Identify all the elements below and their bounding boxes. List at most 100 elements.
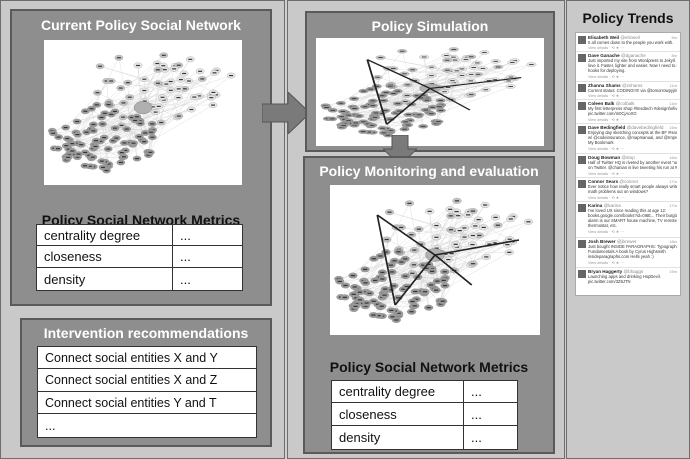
network-node-label (127, 96, 132, 98)
network-node-label (411, 264, 417, 266)
network-node-label (113, 127, 118, 129)
tweet-view-details[interactable]: View details · ⟲ ★ ⋯ (588, 94, 625, 98)
tweet-item[interactable]: Zhanna Shams @zshams 11m Current status:… (576, 83, 680, 99)
tweet-view-details[interactable]: View details · ⟲ ★ ⋯ (588, 147, 625, 151)
network-node-label (384, 238, 389, 241)
tweet-handle: @jbrewer (616, 239, 637, 244)
network-node-label (168, 89, 173, 91)
recommendations-list: Connect social entities X and Y Connect … (37, 346, 257, 438)
network-node-label (457, 229, 462, 232)
tweet-divider (576, 267, 680, 268)
network-edge (91, 128, 153, 131)
network-node-label (508, 76, 514, 78)
network-node-label (421, 56, 427, 58)
tweet-view-details[interactable]: View details · ⟲ ★ ⋯ (588, 172, 625, 176)
metric-row: density ... (37, 268, 242, 290)
tweet-view-details[interactable]: View details · ⟲ ★ ⋯ (588, 46, 625, 50)
tweet-view-details[interactable]: View details · ⟲ ★ ⋯ (588, 75, 625, 79)
tweet-item[interactable]: Josh Brewer @jbrewer 18m Just bought INS… (576, 239, 680, 267)
network-node-label (350, 274, 356, 277)
network-node-label (465, 214, 471, 216)
network-node-label (162, 69, 167, 71)
network-edge (390, 84, 416, 115)
tweet-author-name: Karina (588, 203, 603, 208)
network-node-label (361, 121, 366, 123)
network-node-label (352, 124, 357, 126)
tweet-item[interactable]: Dave Bedingfield @davebedingfield 15m En… (576, 125, 680, 153)
tweet-item[interactable]: Bryan Haggerty @bhaggs 19m Launching app… (576, 269, 680, 289)
metric-value: ... (172, 225, 242, 245)
tweet-text: Just bought INSIDE PARAGRAPHS: Typograph… (588, 244, 677, 249)
tweet-author-name: Zhanna Shams (588, 83, 621, 88)
network-node-label (374, 85, 380, 87)
tweet-view-details[interactable]: View details · ⟲ ★ ⋯ (588, 118, 625, 122)
network-node-label (409, 311, 414, 313)
network-edge (65, 80, 112, 128)
tweet-feed[interactable]: Elisabeth Weil @elizweil 9m It all comes… (575, 32, 681, 296)
tweet-time: 17m (669, 203, 677, 208)
recommendations-title: Intervention recommendations (43, 325, 249, 341)
tweet-item[interactable]: Karina @karina 17m I've loved UX since r… (576, 203, 680, 237)
tweet-item[interactable]: Doug Bowman @stop 16m Half of Twitter HQ… (576, 155, 680, 177)
network-node-label (440, 300, 445, 302)
tweet-item[interactable]: Elisabeth Weil @elizweil 9m It all comes… (576, 35, 680, 51)
network-node-label (367, 292, 372, 294)
network-node-label (176, 97, 181, 99)
network-node-label (395, 297, 401, 299)
network-node-label (454, 210, 459, 213)
tweet-text: It all comes down to the people you work… (588, 40, 674, 45)
intervention-link (366, 59, 388, 125)
network-node-label (176, 88, 181, 90)
avatar (578, 156, 586, 164)
metric-value: ... (463, 403, 517, 425)
network-node-label (119, 124, 124, 126)
network-node-label (214, 94, 219, 96)
metric-name: closeness (44, 249, 102, 264)
recommendation-item: Connect social entities Y and T (38, 392, 256, 414)
network-node-label (324, 107, 329, 108)
central-node (133, 101, 153, 115)
network-node-label (420, 94, 426, 96)
network-node-label (104, 80, 109, 82)
network-node-label (440, 87, 445, 89)
network-graph-image (320, 47, 537, 138)
tweet-handle: @elizweil (620, 35, 640, 40)
network-node-label (363, 305, 368, 307)
network-node-label (452, 59, 458, 61)
network-node-label (87, 165, 92, 167)
tweet-author: Elisabeth Weil @elizweil (588, 35, 640, 40)
network-node-label (91, 130, 96, 132)
tweet-item[interactable]: Dave Ganache @dganache 8m Just imported … (576, 53, 680, 81)
network-edge (370, 104, 442, 106)
tweet-item[interactable]: Coleen Balk @colbalk 14m My first letter… (576, 101, 680, 123)
tweet-view-details[interactable]: View details · ⟲ ★ ⋯ (588, 230, 625, 234)
network-node-label (95, 92, 100, 94)
network-node-label (410, 69, 415, 71)
tweet-view-details[interactable]: View details · ⟲ ★ ⋯ (588, 261, 625, 265)
tweet-author-name: Dave Bedingfield (588, 125, 626, 130)
network-node-label (463, 59, 469, 60)
network-node-label (150, 123, 155, 125)
network-node-label (352, 108, 357, 109)
network-edge (340, 68, 394, 104)
tweet-view-details[interactable]: View details · ⟲ ★ ⋯ (588, 196, 625, 200)
network-node-label (493, 216, 498, 218)
policy-trends-title: Policy Trends (582, 10, 674, 26)
network-node-label (442, 285, 448, 287)
network-node-label (424, 267, 429, 269)
network-node-label (437, 106, 442, 108)
network-node-label (161, 54, 166, 56)
tweet-item[interactable]: Connor Sears @connor 17m Ever notice how… (576, 179, 680, 201)
tweet-author: Bryan Haggerty @bhaggs (588, 269, 643, 274)
network-node-label (56, 148, 60, 150)
network-edge (375, 80, 490, 114)
tweet-author: Connor Sears @connor (588, 179, 638, 184)
tweet-author: Karina @karina (588, 203, 621, 208)
network-node-label (406, 114, 411, 116)
network-node-label (388, 85, 393, 87)
tweet-text: love it. Faster, lighter and easier. Now… (588, 63, 677, 68)
network-node-label (392, 260, 397, 262)
network-node-label (436, 121, 441, 123)
network-node-label (118, 87, 123, 89)
monitoring-metrics-table: centrality degree ... closeness ... dens… (331, 380, 518, 450)
